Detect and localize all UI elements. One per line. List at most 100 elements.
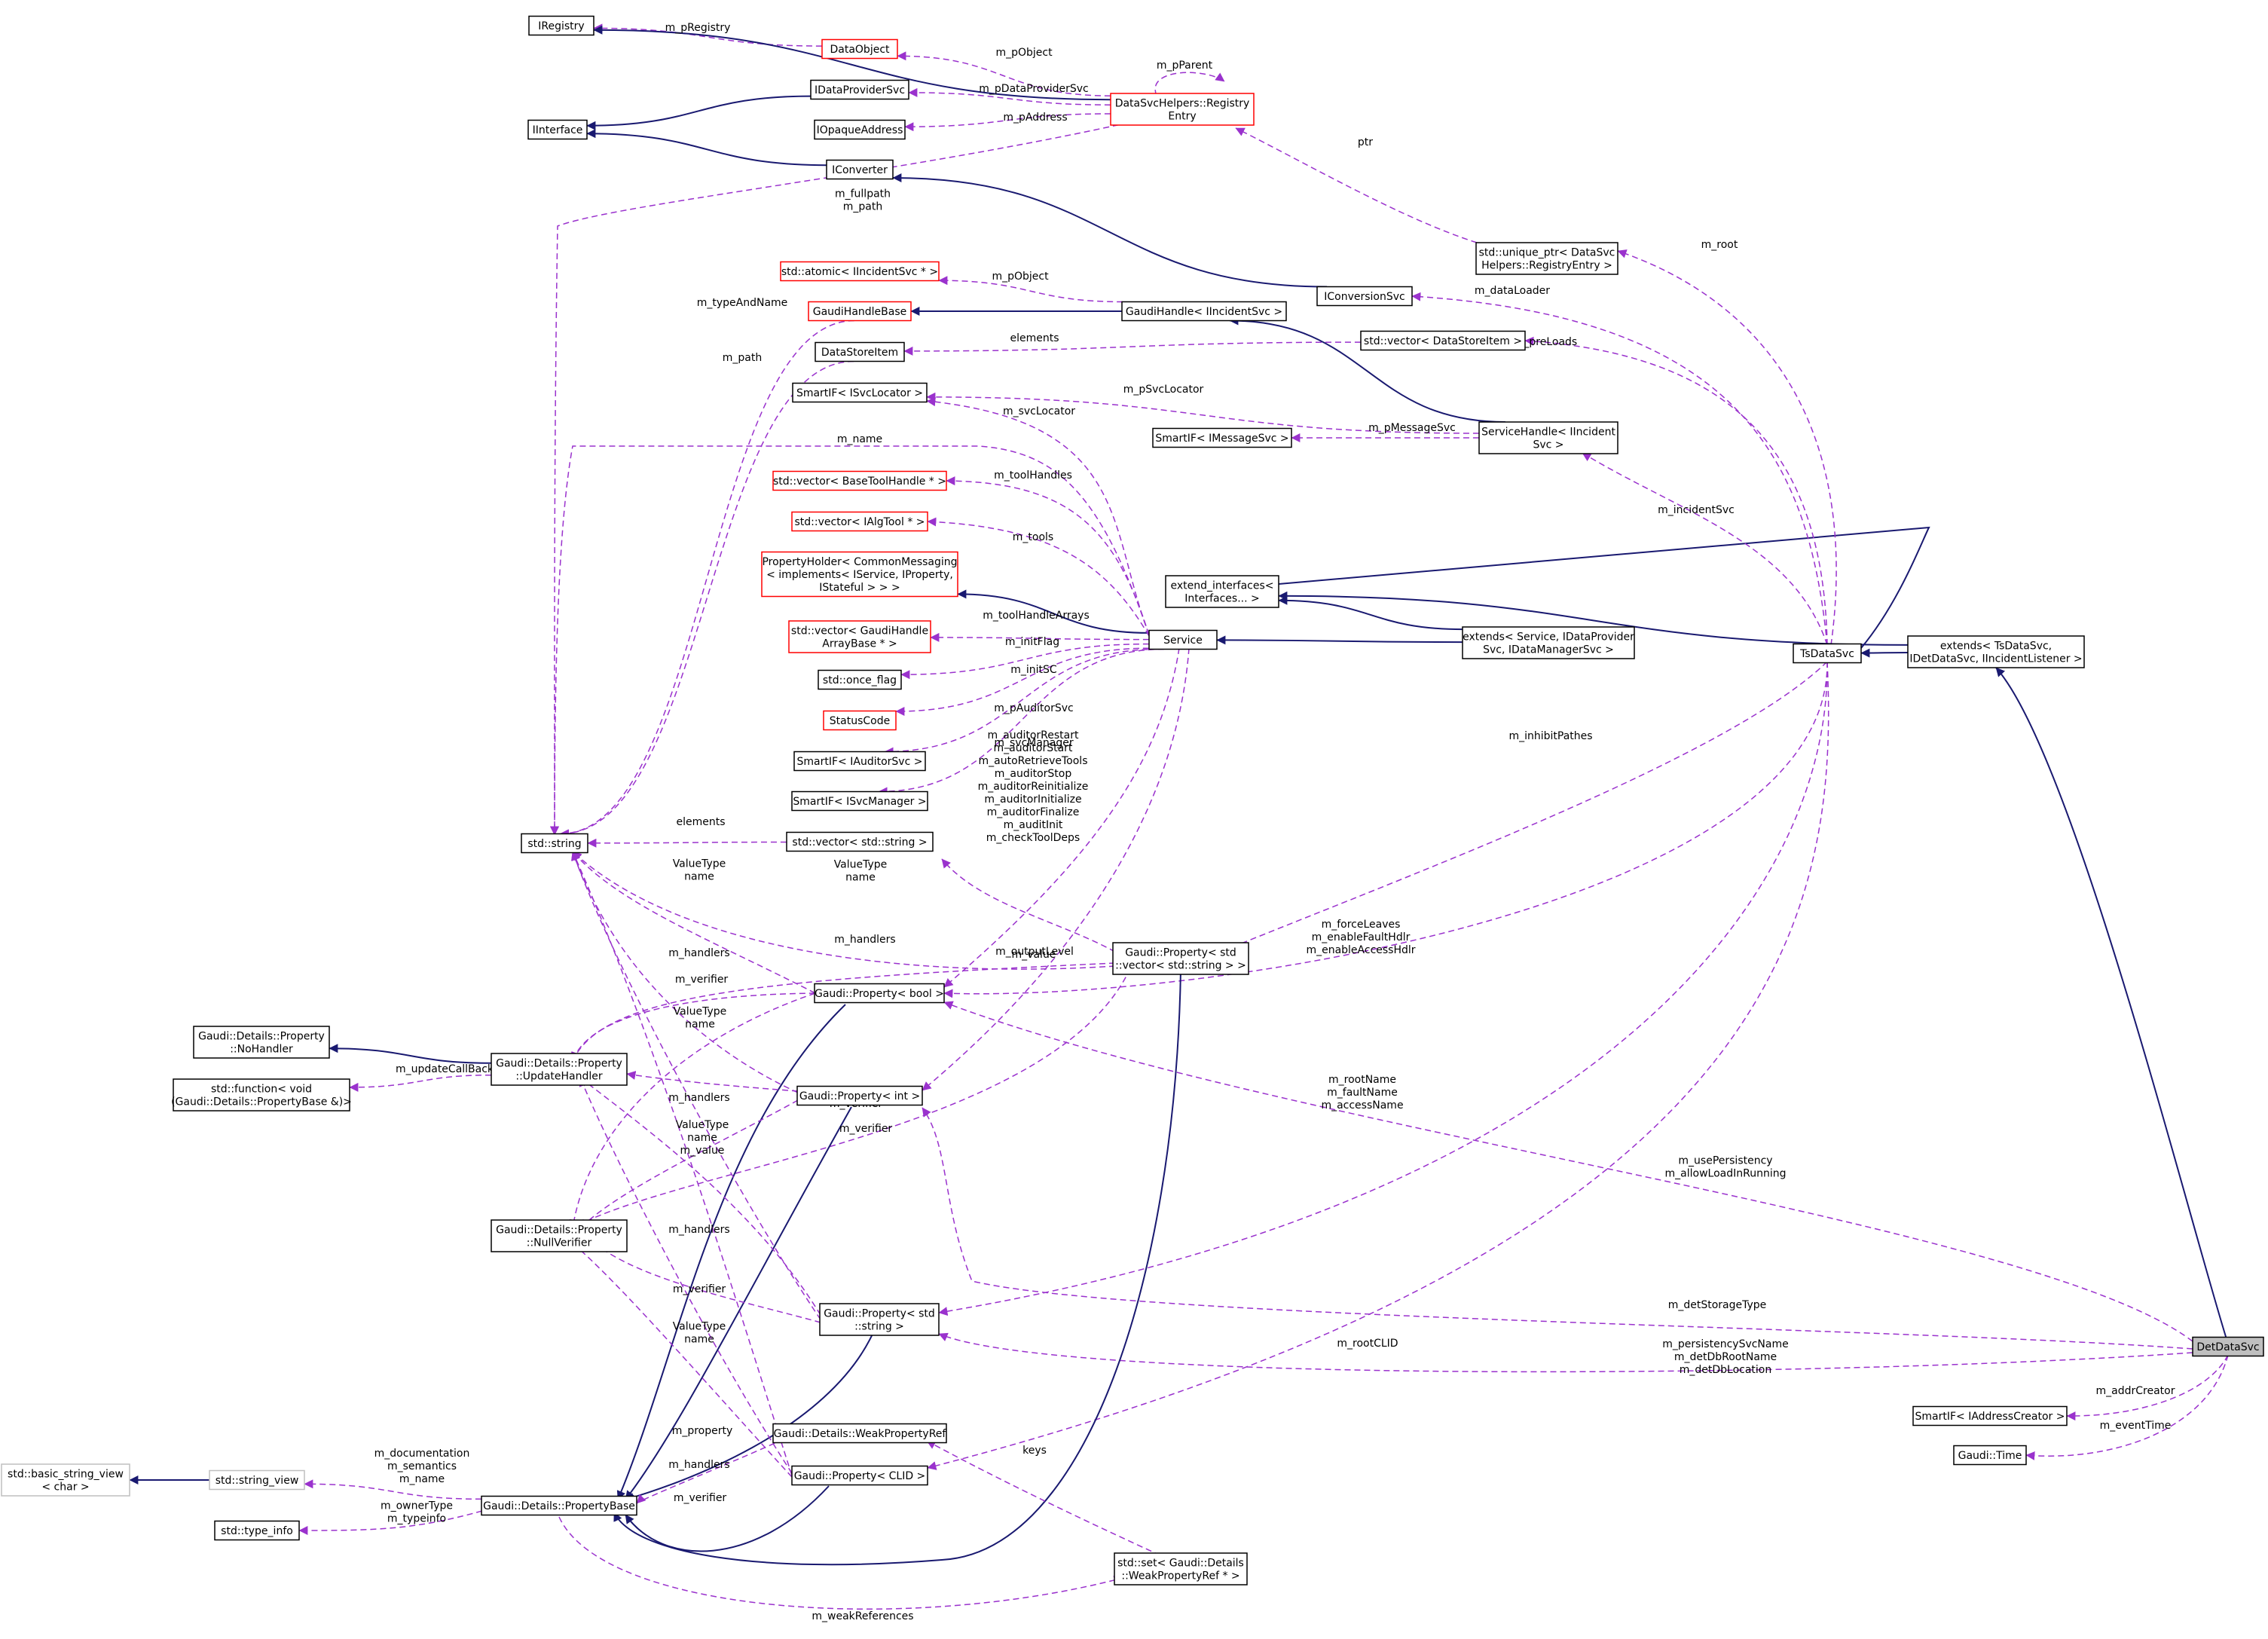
node-box [791, 511, 928, 532]
edge-label-tsdatasvc-to-propclid: m_rootCLID [1337, 1338, 1398, 1350]
node-smartifsvcmanager[interactable]: SmartIF< ISvcManager > [791, 790, 928, 812]
edge-layer [129, 23, 2229, 1610]
node-iregistry[interactable]: IRegistry [528, 15, 595, 36]
edge-label-propvecstring-to-vecstring: m_value [1012, 949, 1056, 961]
edge-service-to-stdstring [550, 445, 1150, 836]
node-vecstring[interactable]: std::vector< std::string > [786, 831, 934, 852]
node-iinterface[interactable]: IInterface [527, 119, 588, 140]
node-gaudihandlebase[interactable]: GaudiHandleBase [808, 301, 912, 322]
edge-label-service-to-statuscode: m_initSC [1010, 664, 1057, 676]
node-dataobject[interactable]: DataObject [821, 38, 898, 60]
node-propstring[interactable]: Gaudi::Property< std::string > [819, 1303, 940, 1336]
edge-tsdatasvc-to-propbool [943, 661, 1828, 998]
edge-detdatasvc-to-propstring [938, 1332, 2193, 1373]
node-label: PropertyHolder< CommonMessaging< impleme… [762, 556, 957, 594]
node-smartifsvclocator[interactable]: SmartIF< ISvcLocator > [792, 382, 928, 403]
edge-registryentry-to-iopaqueaddress [904, 113, 1111, 132]
node-label: std::basic_string_view< char > [8, 1469, 124, 1494]
edge-label-datastoreitem-to-stdstring: m_path [723, 352, 762, 364]
node-box [814, 983, 945, 1004]
node-basicstringview[interactable]: std::basic_string_view< char > [1, 1463, 130, 1497]
edge-propbool-to-propertybase [616, 1004, 846, 1500]
node-service[interactable]: Service [1148, 629, 1218, 650]
node-propertybase[interactable]: Gaudi::Details::PropertyBase [481, 1495, 637, 1516]
node-label: std::atomic< IIncidentSvc * > [781, 266, 938, 278]
node-label: IOpaqueAddress [817, 124, 903, 136]
node-stringview[interactable]: std::string_view [209, 1469, 305, 1491]
node-label: std::vector< IAlgTool * > [795, 516, 925, 528]
node-propclid[interactable]: Gaudi::Property< CLID > [791, 1465, 928, 1486]
node-box [772, 470, 947, 491]
node-updatehandler[interactable]: Gaudi::Details::Property::UpdateHandler [491, 1053, 628, 1086]
node-box [491, 1219, 628, 1252]
edge-label-registryentry-to-registryentry: m_pParent [1157, 60, 1213, 72]
node-detdatasvc[interactable]: DetDataSvc [2192, 1336, 2264, 1357]
edge-tsdatasvc-to-extendsservice [1235, 526, 1930, 649]
node-box [1, 1463, 130, 1497]
edge-propstring-to-stdstring [571, 851, 821, 1320]
node-gauditime[interactable]: Gaudi::Time [1953, 1445, 2027, 1466]
node-label: DataObject [830, 44, 890, 56]
node-vecbasetoolhandle[interactable]: std::vector< BaseToolHandle * > [772, 470, 947, 491]
edge-label-tsdatasvc-to-vecdatastoreitem: m_preLoads [1514, 336, 1577, 348]
node-extendstsdatasvc[interactable]: extends< TsDataSvc,IDetDataSvc, IInciden… [1907, 635, 2085, 668]
node-vecdatastoreitem[interactable]: std::vector< DataStoreItem > [1360, 330, 1526, 351]
node-label: GaudiHandleBase [813, 306, 907, 318]
node-propbool[interactable]: Gaudi::Property< bool > [814, 983, 945, 1004]
node-nohandler[interactable]: Gaudi::Details::Property::NoHandler [193, 1026, 330, 1059]
node-stdfunction[interactable]: std::function< void(Gaudi::Details::Prop… [171, 1078, 352, 1112]
node-smartifauditorsvc[interactable]: SmartIF< IAuditorSvc > [793, 751, 926, 772]
node-stdstring[interactable]: std::string [521, 833, 588, 854]
node-gaudihandle[interactable]: GaudiHandle< IIncidentSvc > [1121, 301, 1287, 322]
node-iopaqueaddress[interactable]: IOpaqueAddress [814, 119, 906, 140]
edge-registryentry-to-stdstring [549, 120, 1139, 836]
edge-service-to-statuscode [895, 647, 1150, 716]
node-vecialgtool[interactable]: std::vector< IAlgTool * > [791, 511, 928, 532]
edge-propvecstring-to-vecstring [941, 858, 1116, 953]
edge-label-registryentry-to-dataobject: m_pObject [995, 47, 1053, 59]
node-tsdatasvc[interactable]: TsDataSvc [1793, 643, 1862, 664]
edge-service-to-propbool [943, 647, 1180, 988]
edge-uniqueptr-to-registryentry [1235, 127, 1478, 243]
node-typeinfo[interactable]: std::type_info [214, 1520, 300, 1541]
edge-service-to-vecbasetoolhandle [946, 476, 1150, 636]
node-box [1793, 643, 1862, 664]
node-propint[interactable]: Gaudi::Property< int > [796, 1085, 923, 1106]
node-smartifmessagesvc[interactable]: SmartIF< IMessageSvc > [1152, 427, 1292, 448]
node-propertyholder[interactable]: PropertyHolder< CommonMessaging< impleme… [761, 551, 958, 598]
node-onceflag[interactable]: std::once_flag [818, 669, 902, 690]
edge-iconverter-to-iinterface [586, 129, 827, 167]
node-extendinterfaces[interactable]: extend_interfaces<Interfaces... > [1165, 575, 1279, 608]
node-atomic[interactable]: std::atomic< IIncidentSvc * > [780, 261, 940, 282]
node-setweakpropref[interactable]: std::set< Gaudi::Details::WeakPropertyRe… [1114, 1552, 1248, 1585]
edge-propvecstring-to-nullverifier [572, 968, 1131, 1229]
edge-label-vecdatastoreitem-to-datastoreitem: elements [1010, 332, 1059, 344]
node-propvecstring[interactable]: Gaudi::Property< std::vector< std::strin… [1112, 942, 1249, 975]
node-weakpropref[interactable]: Gaudi::Details::WeakPropertyRef [772, 1423, 947, 1444]
node-statuscode[interactable]: StatusCode [823, 710, 897, 731]
node-iconverter[interactable]: IConverter [826, 159, 894, 180]
node-smartifaddrcreator[interactable]: SmartIF< IAddressCreator > [1912, 1405, 2068, 1426]
node-label: std::string_view [215, 1475, 299, 1487]
node-box [1152, 427, 1292, 448]
edge-propvecstring-to-stdstring [572, 851, 1116, 970]
edge-tsdatasvc-to-propvecstring [1224, 661, 1828, 952]
node-label: extend_interfaces<Interfaces... > [1171, 580, 1274, 605]
edge-tsdatasvc-to-uniqueptr [1617, 249, 1837, 646]
node-idataprovidersvc[interactable]: IDataProviderSvc [810, 79, 909, 100]
node-nullverifier[interactable]: Gaudi::Details::Property::NullVerifier [491, 1219, 628, 1252]
node-iconversionsvc[interactable]: IConversionSvc [1316, 286, 1413, 307]
node-datastoreitem[interactable]: DataStoreItem [815, 341, 905, 362]
node-label: Gaudi::Details::Property::NullVerifier [496, 1225, 622, 1249]
node-label: IDataProviderSvc [815, 84, 905, 96]
node-label: Gaudi::Property< std::vector< std::strin… [1115, 947, 1246, 972]
